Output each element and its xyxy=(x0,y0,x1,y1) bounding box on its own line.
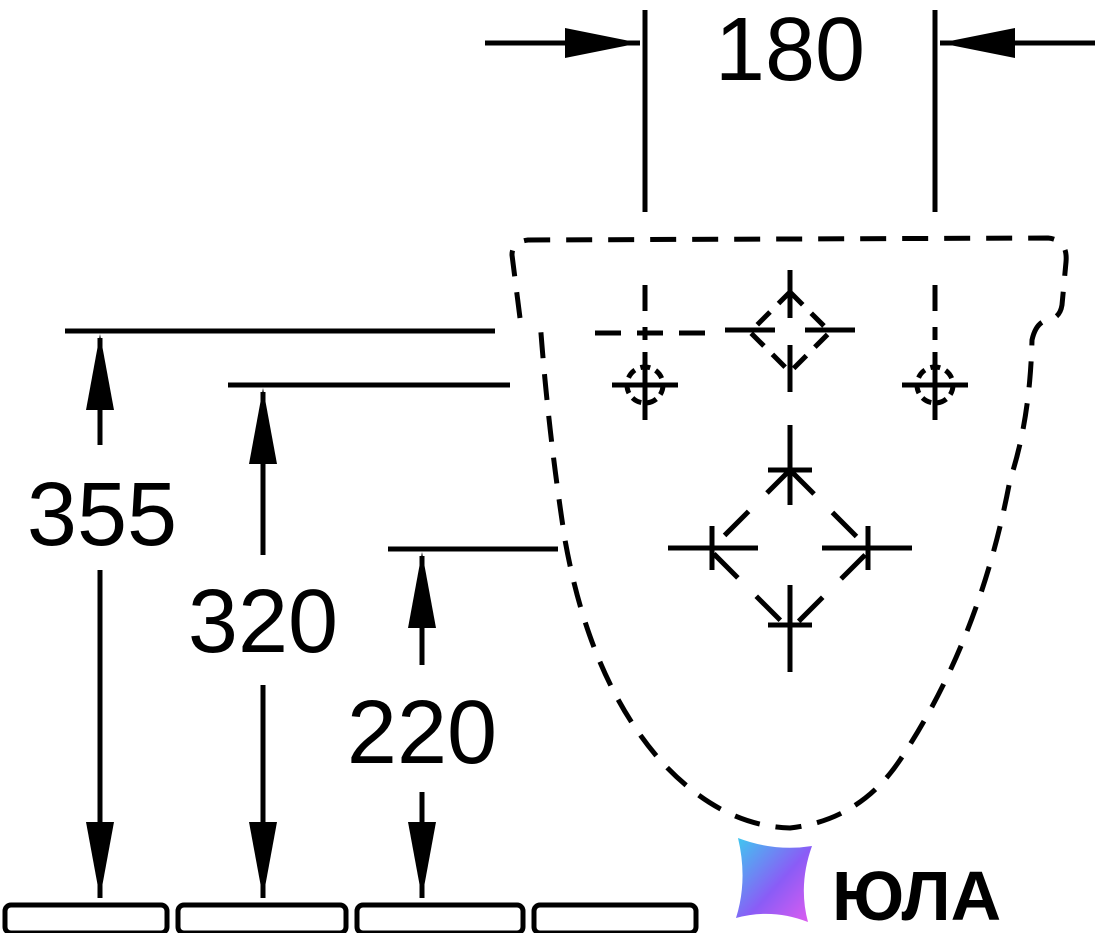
dimension-label-355: 355 xyxy=(27,465,177,565)
bowl-outline xyxy=(509,235,1069,831)
floor-tile xyxy=(2,902,170,933)
dimension-220: 220 xyxy=(347,552,497,898)
floor-tile xyxy=(354,902,526,933)
crosshair-diamond-large-icon xyxy=(668,425,912,672)
dimension-label-320: 320 xyxy=(188,572,338,672)
dimension-320: 320 xyxy=(188,388,338,898)
crosshair-diamond-icon xyxy=(725,270,855,392)
crosshair-circle-icon xyxy=(612,352,678,420)
watermark-text: ЮЛА xyxy=(832,857,1001,933)
dimension-label-180: 180 xyxy=(715,0,865,100)
floor-tile xyxy=(175,902,349,933)
watermark: ЮЛА xyxy=(736,838,1001,933)
crosshair-circle-icon xyxy=(902,352,968,420)
dimension-355: 355 xyxy=(27,334,177,898)
dimension-180: 180 xyxy=(485,0,1095,212)
arrowhead-right xyxy=(940,28,1015,58)
arrowhead-left xyxy=(565,28,640,58)
floor-tiles xyxy=(2,902,699,933)
star-logo-icon xyxy=(736,838,812,922)
floor-tile xyxy=(531,902,699,933)
dimension-label-220: 220 xyxy=(347,683,497,783)
